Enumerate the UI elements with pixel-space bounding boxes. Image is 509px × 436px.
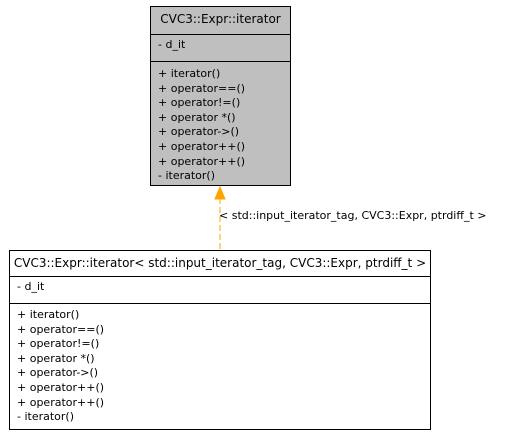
method-item: + iterator() [158, 67, 221, 80]
template-class-title: CVC3::Expr::iterator [160, 12, 281, 26]
method-item: + operator==() [17, 322, 105, 336]
template-class-attributes: - d_it [151, 34, 290, 61]
template-class-methods: + iterator() + operator==() + operator!=… [151, 61, 290, 184]
method-item: + operator==() [158, 81, 246, 95]
instance-class-attributes: - d_it [10, 276, 430, 303]
method-item: + operator *() [158, 110, 236, 124]
method-item: + operator++() [158, 154, 246, 168]
template-arguments-label: < std::input_iterator_tag, CVC3::Expr, p… [219, 209, 487, 222]
method-item: + operator *() [17, 351, 95, 365]
attribute-item: - d_it [158, 38, 186, 51]
method-item: - iterator() [17, 410, 75, 424]
method-item: - iterator() [158, 169, 216, 183]
attribute-item: - d_it [17, 280, 45, 293]
method-item: + operator!=() [158, 96, 241, 110]
instance-class-title: CVC3::Expr::iterator< std::input_iterato… [13, 256, 427, 270]
instance-class-methods: + iterator() + operator==() + operator!=… [10, 303, 430, 425]
method-item: + iterator() [17, 308, 80, 321]
method-item: + operator++() [158, 139, 246, 153]
method-item: + operator->() [17, 366, 99, 380]
method-item: + operator++() [17, 395, 105, 409]
instance-class-box[interactable]: CVC3::Expr::iterator< std::input_iterato… [9, 250, 431, 430]
template-class-box[interactable]: CVC3::Expr::iterator - d_it + iterator()… [150, 6, 291, 186]
inheritance-arrowhead [214, 185, 226, 200]
method-item: + operator->() [158, 125, 240, 139]
method-item: + operator++() [17, 380, 105, 394]
method-item: + operator!=() [17, 337, 100, 351]
